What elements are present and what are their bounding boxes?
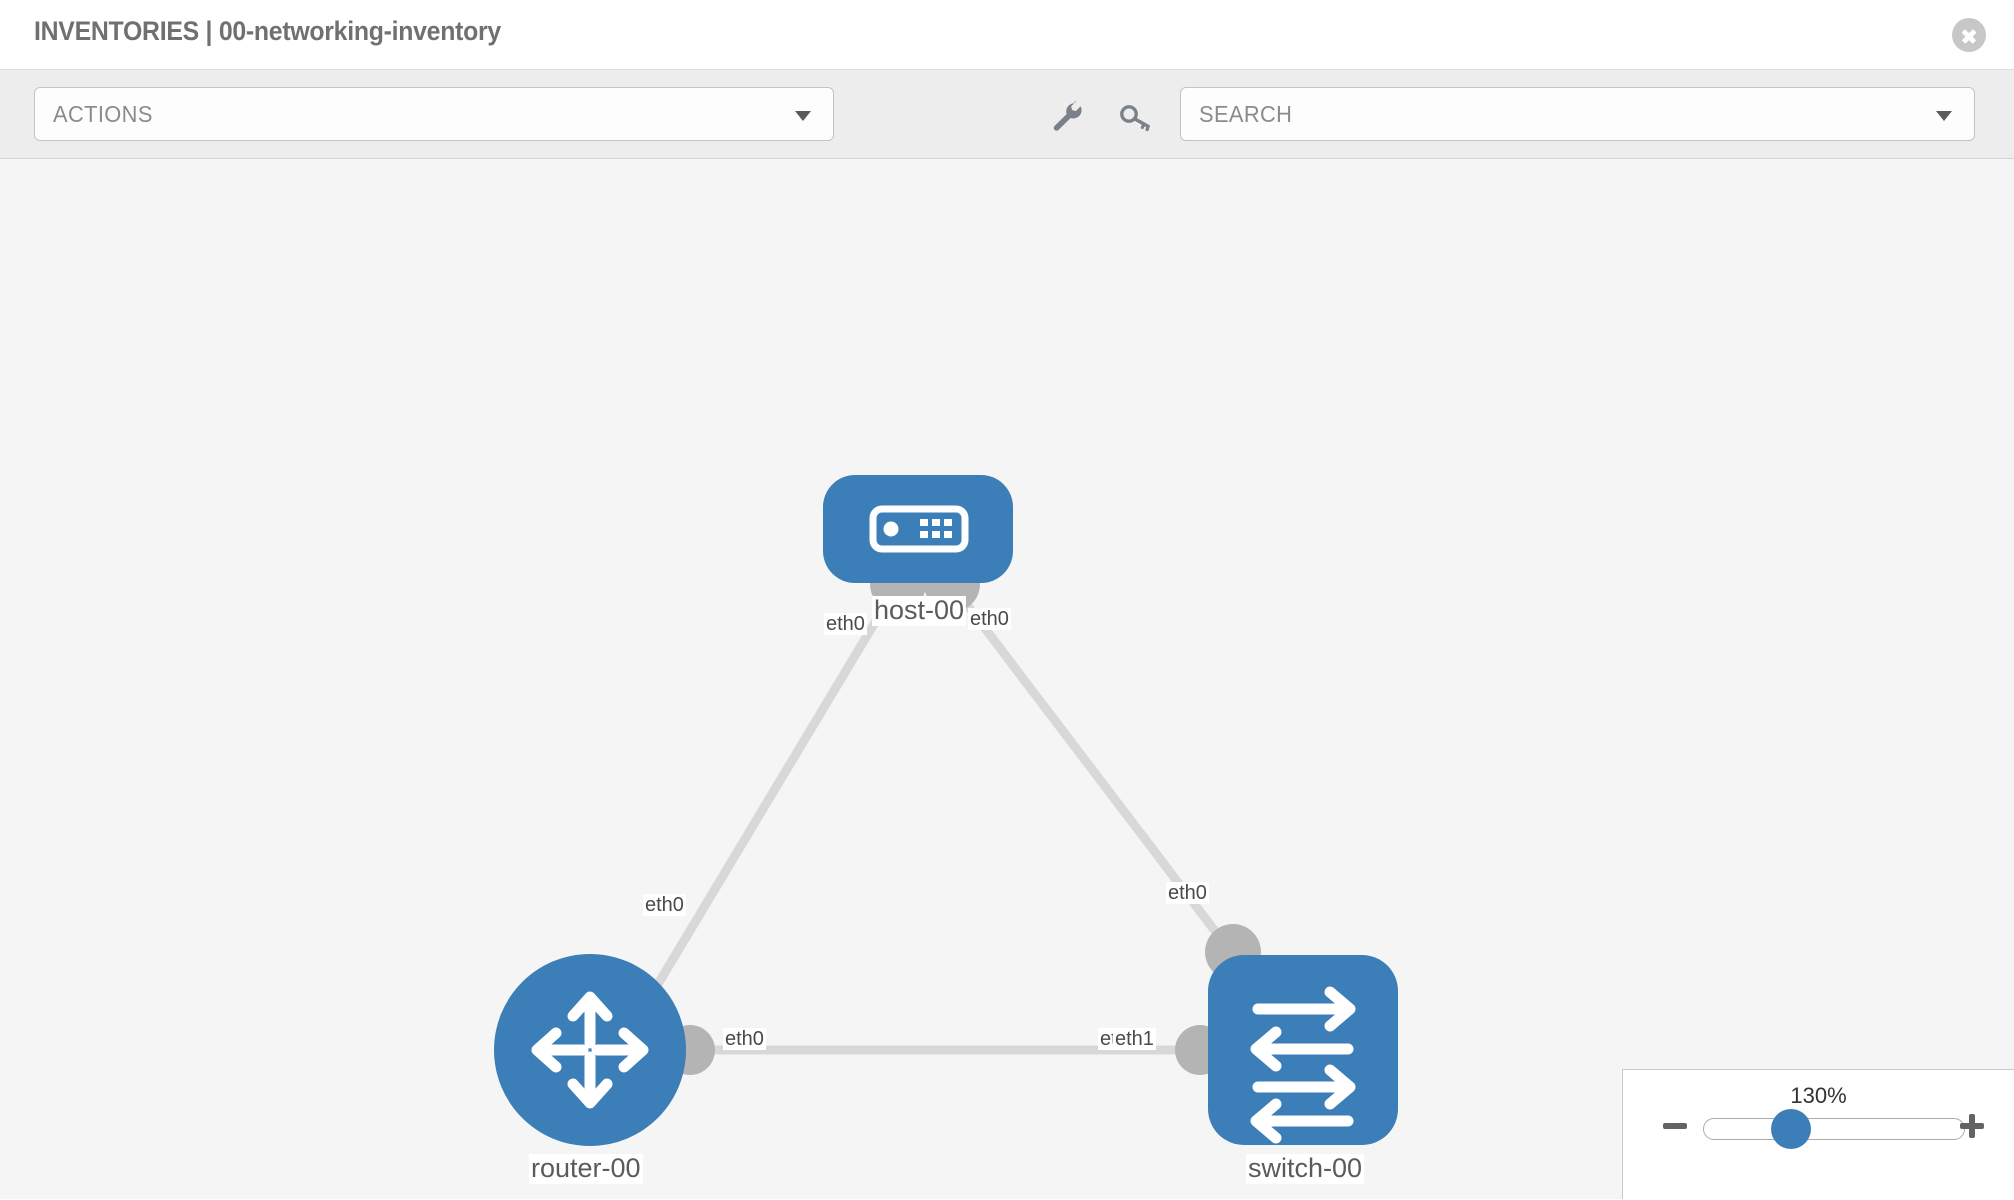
link-router-host (636, 586, 899, 1017)
topology-graph (494, 475, 1398, 1146)
iface-label-host-right: eth0 (968, 608, 1011, 630)
zoom-level-value: 130% (1790, 1083, 1847, 1108)
search-placeholder: SEARCH (1199, 101, 1293, 127)
iface-label-switch-left: eth1 (1113, 1028, 1156, 1050)
key-icon[interactable] (1118, 100, 1152, 134)
actions-dropdown[interactable]: ACTIONS (34, 87, 834, 141)
page-header: INVENTORIES | 00-networking-inventory (0, 0, 2014, 70)
node-router-00 (494, 954, 686, 1146)
iface-label-router-uplink: eth0 (643, 894, 686, 916)
iface-label-switch-uplink: eth0 (1166, 882, 1209, 904)
zoom-out-button[interactable] (1661, 1112, 1689, 1140)
iface-label-router-right: eth0 (723, 1028, 766, 1050)
actions-dropdown-label: ACTIONS (53, 101, 153, 127)
zoom-slider-thumb[interactable] (1771, 1109, 1811, 1149)
page-title: INVENTORIES | 00-networking-inventory (34, 16, 501, 46)
iface-label-host-left: eth0 (824, 613, 867, 635)
switch-arrows-icon (1250, 986, 1356, 1144)
zoom-control-panel: 130% (1622, 1069, 2014, 1199)
zoom-in-button[interactable] (1958, 1112, 1986, 1140)
toolbar: ACTIONS SEARCH (0, 70, 2014, 159)
server-icon (869, 505, 969, 553)
chevron-down-icon (795, 111, 811, 121)
zoom-slider-track[interactable] (1703, 1118, 1965, 1140)
close-icon[interactable] (1952, 18, 1986, 52)
chevron-down-icon (1936, 111, 1952, 121)
wrench-icon[interactable] (1050, 100, 1084, 134)
topology-canvas[interactable]: host-00 router-00 switch-00 eth0 eth0 et… (0, 159, 2014, 1199)
node-label-switch-00: switch-00 (1246, 1153, 1365, 1184)
search-input[interactable]: SEARCH (1180, 87, 1975, 141)
node-label-router-00: router-00 (529, 1153, 643, 1184)
router-arrows-icon (531, 991, 649, 1109)
node-label-host-00: host-00 (872, 595, 967, 626)
link-host-switch (951, 586, 1244, 967)
node-host-00 (823, 475, 1013, 583)
node-switch-00 (1208, 955, 1398, 1145)
